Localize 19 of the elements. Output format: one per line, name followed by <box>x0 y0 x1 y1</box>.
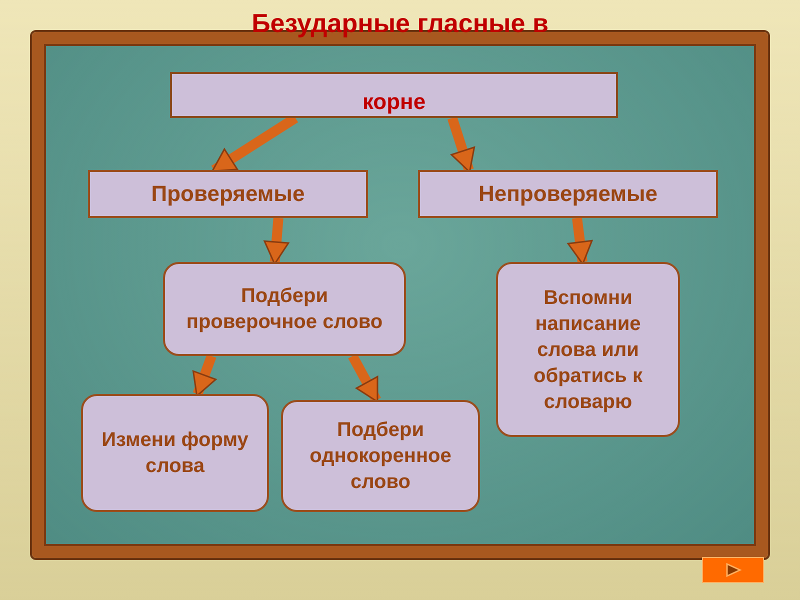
node-text: Подбери однокоренное слово <box>308 418 452 495</box>
node-text: Измени форму слова <box>100 428 250 479</box>
node-text: Подбери проверочное слово <box>185 284 384 335</box>
rounded-box <box>81 394 269 512</box>
node-text: Вспомни написание слова или обратись к словарю <box>532 286 644 414</box>
label-box <box>88 170 368 218</box>
rounded-box <box>163 262 406 356</box>
rounded-box <box>496 262 680 437</box>
node-text: корне <box>362 88 426 116</box>
node-text: Непроверяемые <box>478 180 658 208</box>
rounded-box <box>281 400 480 512</box>
arrow <box>567 217 593 265</box>
node-text: Проверяемые <box>151 180 305 208</box>
arrow <box>348 354 381 402</box>
arrow <box>264 218 290 265</box>
scroll-banner <box>170 72 618 118</box>
arrow <box>447 116 476 173</box>
label-box <box>418 170 718 218</box>
arrow <box>192 354 216 397</box>
